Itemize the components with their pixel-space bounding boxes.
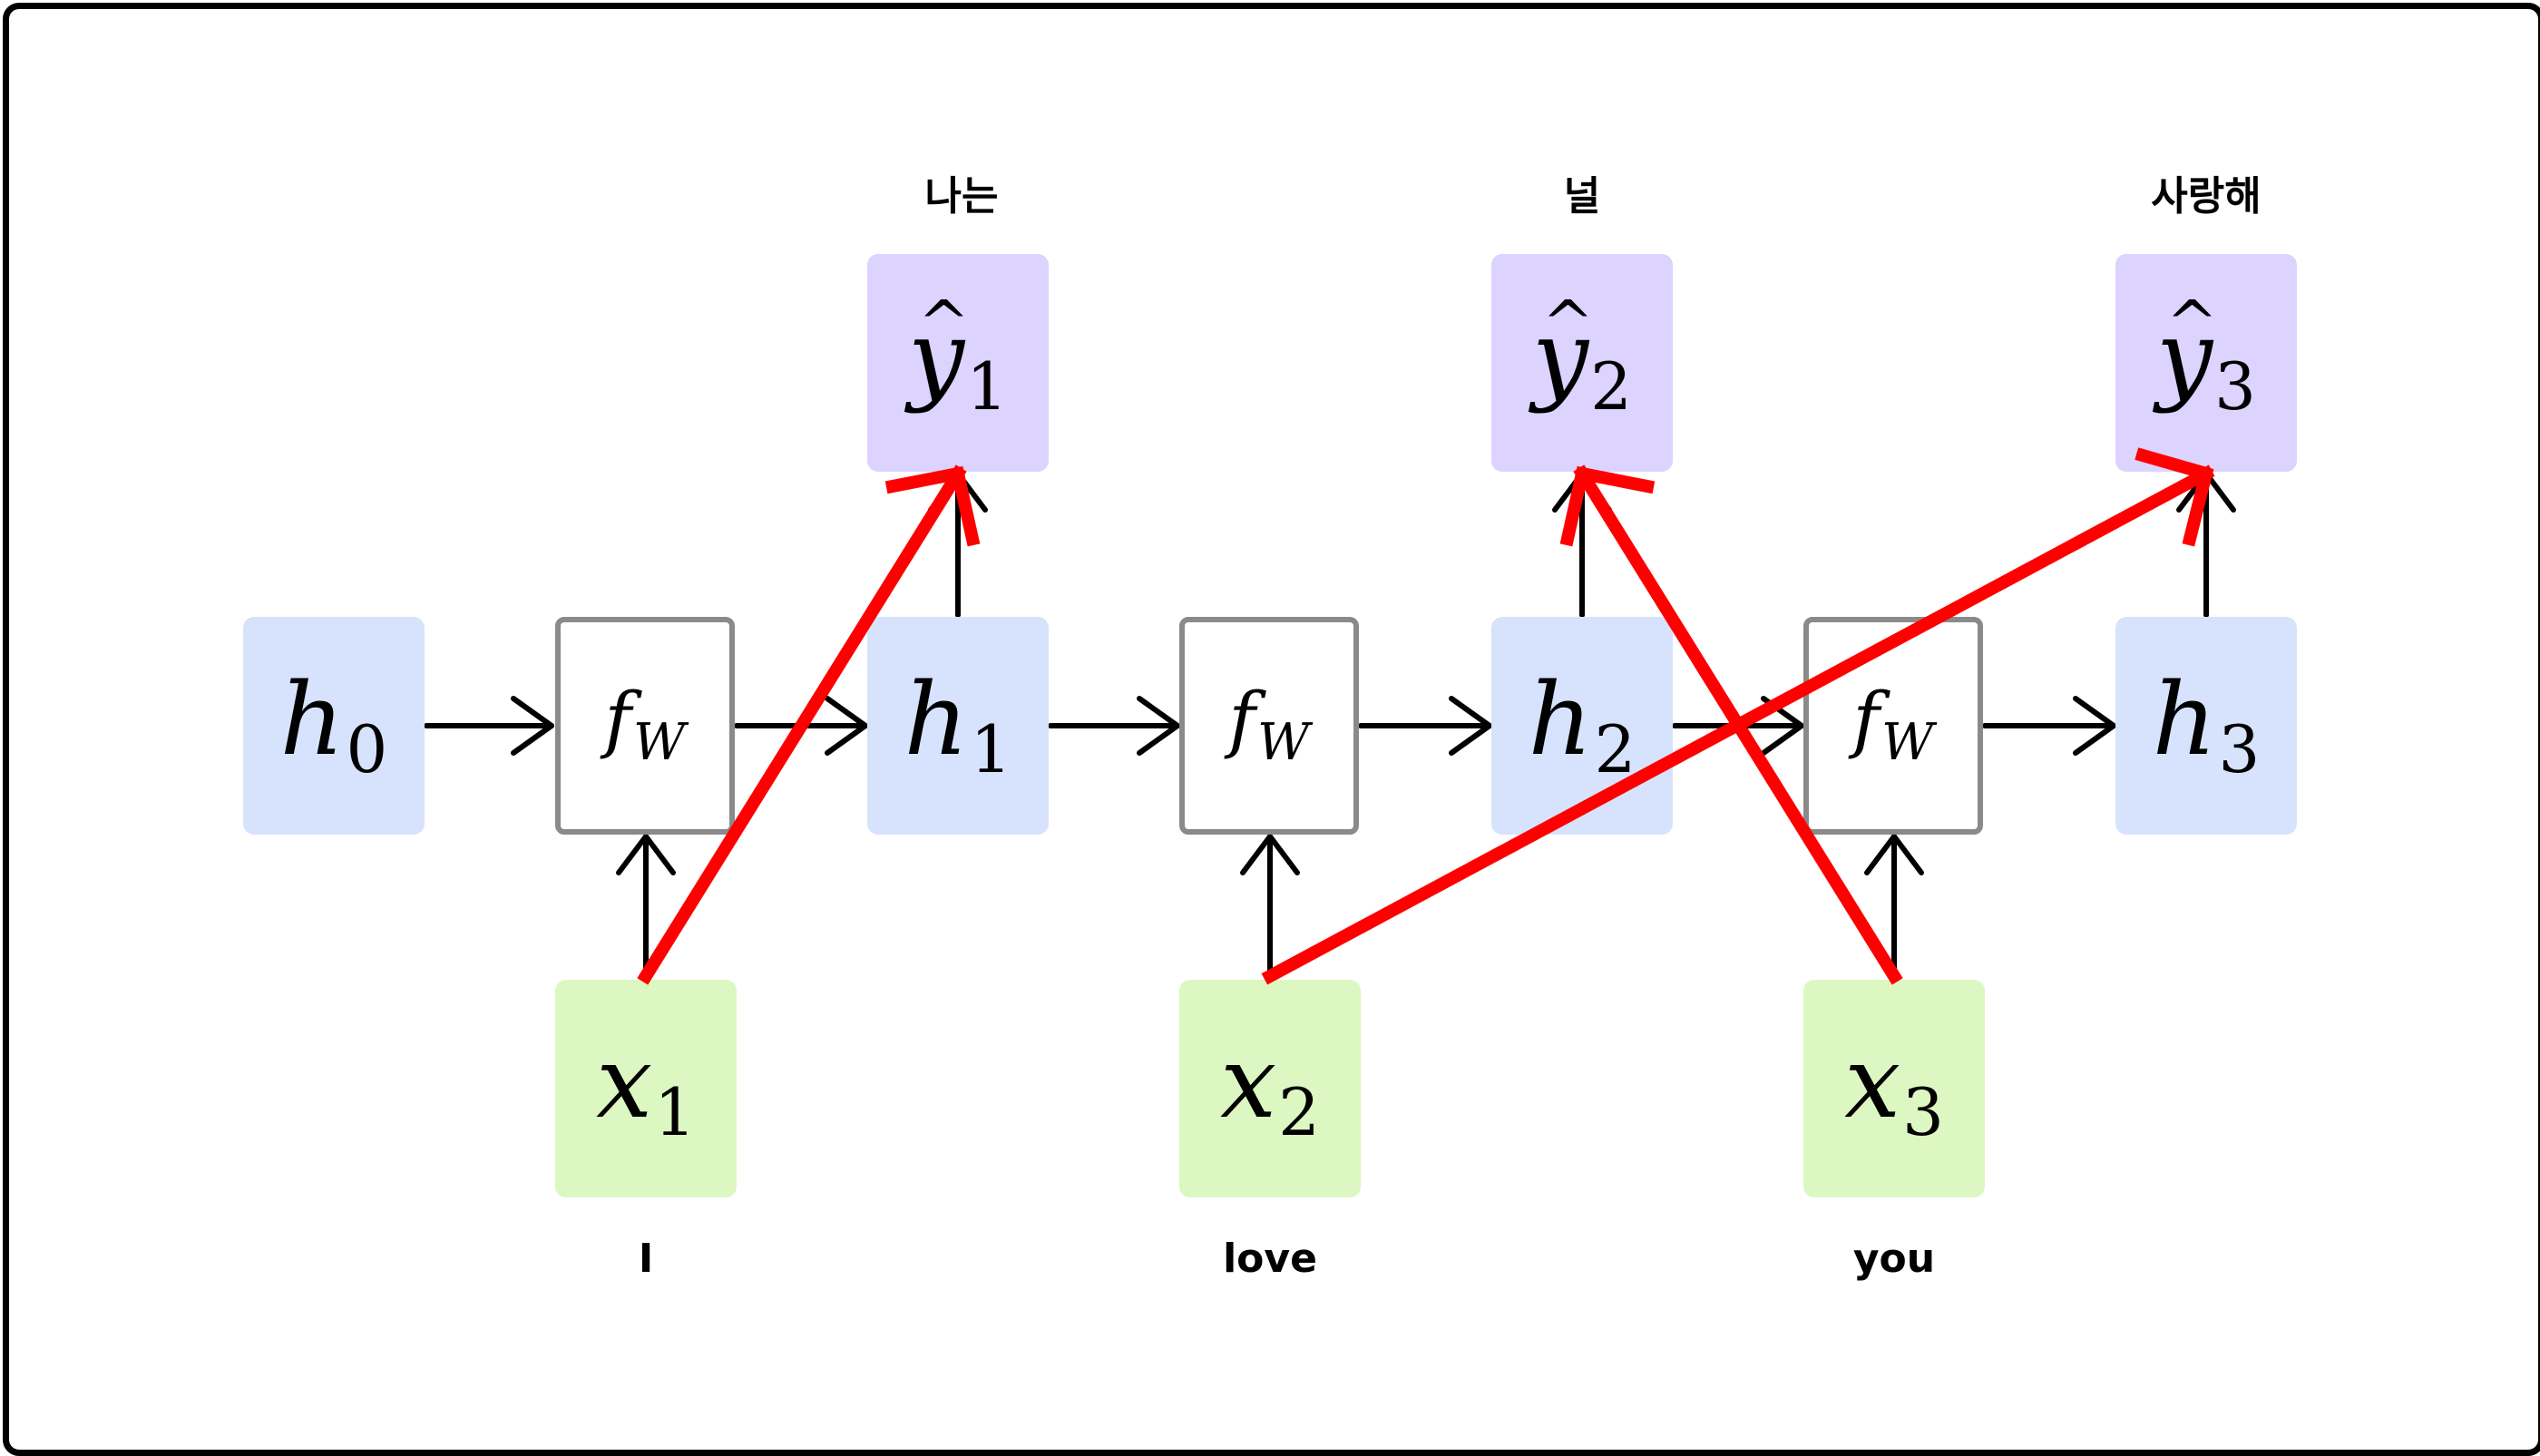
arrowhead-f2-to-h2 [1449, 696, 1492, 756]
input-symbol: x3 [1844, 1023, 1944, 1151]
output-word-1: 나는 [924, 173, 999, 220]
input-word-3: you [1852, 1236, 1936, 1282]
output-y3: y3 [2115, 254, 2297, 472]
hidden-state-h3: h3 [2115, 617, 2297, 835]
arrowhead-x2-to-f2 [1240, 834, 1300, 875]
output-word-3: 사랑해 [2151, 173, 2262, 220]
arrowhead-x1-to-f1 [616, 834, 676, 875]
cell-symbol: fW [1852, 677, 1934, 772]
output-y1: y1 [867, 254, 1049, 472]
input-x3: x3 [1803, 980, 1985, 1197]
hidden-state-h0: h0 [243, 617, 425, 835]
hidden-state-symbol: h3 [2152, 660, 2261, 788]
output-symbol: y3 [2156, 294, 2256, 419]
input-x2: x2 [1179, 980, 1361, 1197]
hidden-state-symbol: h1 [904, 660, 1012, 788]
hidden-state-symbol: h0 [279, 660, 388, 788]
arrowhead-f1-to-h1 [825, 696, 868, 756]
output-symbol: y1 [908, 294, 1008, 419]
arrowhead-h1-to-f2 [1137, 696, 1180, 756]
input-symbol: x1 [596, 1023, 696, 1151]
input-x1: x1 [555, 980, 737, 1197]
alignment-arrowhead-y3 [2135, 447, 2214, 547]
hidden-state-h1: h1 [867, 617, 1049, 835]
input-word-2: love [1223, 1236, 1317, 1282]
output-symbol: y2 [1532, 294, 1632, 419]
alignment-arrowhead-y1 [884, 465, 981, 547]
output-word-2: 널 [1563, 173, 1601, 220]
alignment-line-x2-to-y3 [1261, 464, 2215, 985]
output-y2: y2 [1491, 254, 1673, 472]
hidden-state-h2: h2 [1491, 617, 1673, 835]
arrowhead-f3-to-h3 [2073, 696, 2116, 756]
alignment-arrowhead-y2 [1559, 465, 1656, 547]
input-symbol: x2 [1220, 1023, 1320, 1151]
rnn-cell-3: fW [1803, 617, 1983, 835]
hidden-state-symbol: h2 [1528, 660, 1636, 788]
input-word-1: I [638, 1236, 654, 1282]
cell-symbol: fW [1228, 677, 1310, 772]
arrowhead-h0-to-f1 [511, 696, 554, 756]
rnn-cell-1: fW [555, 617, 735, 835]
arrowhead-x3-to-f3 [1864, 834, 1924, 875]
cell-symbol: fW [604, 677, 686, 772]
alignment-line-x1-to-y1 [637, 464, 967, 985]
rnn-cell-2: fW [1179, 617, 1359, 835]
